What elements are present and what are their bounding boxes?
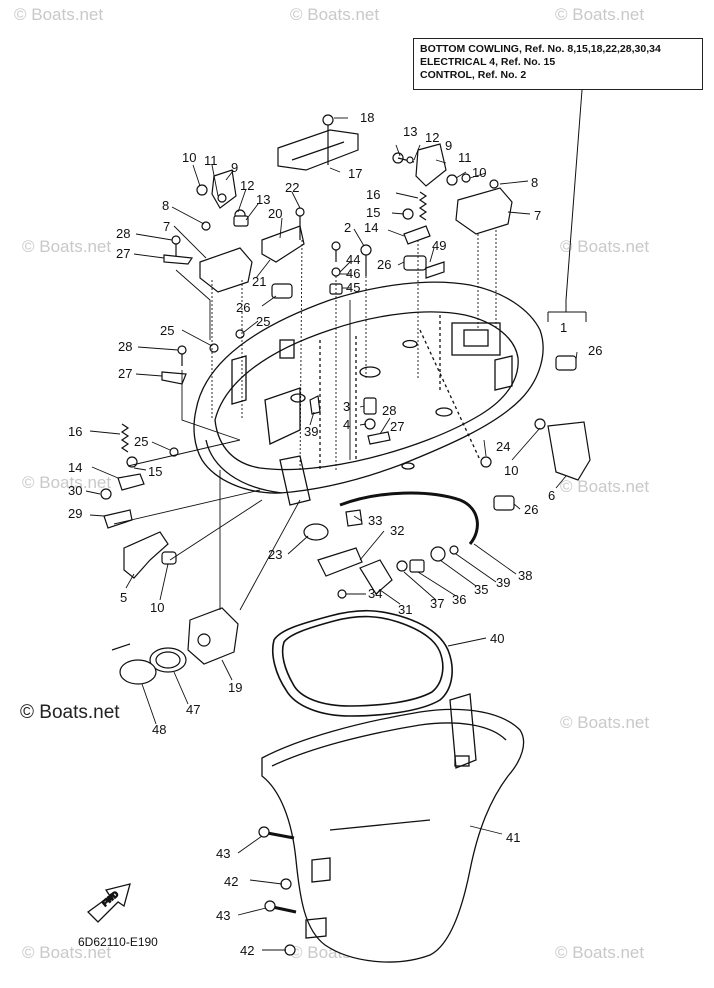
callout-42-lower: 42 [240,943,254,958]
callout-8-right: 8 [531,175,538,190]
callout-37: 37 [430,596,444,611]
callout-2: 2 [344,220,351,235]
callout-6: 6 [548,488,555,503]
callout-31: 31 [398,602,412,617]
callout-49: 49 [432,238,446,253]
watermark-text: © Boats.net [555,943,644,962]
callout-14-left: 14 [68,460,82,475]
callout-25-lower: 25 [134,434,148,449]
callout-47: 47 [186,702,200,717]
reference-line-bottom-cowling: BOTTOM COWLING, Ref. No. 8,15,18,22,28,3… [420,43,661,55]
callout-25-mid: 25 [256,314,270,329]
callout-34: 34 [368,586,382,601]
callout-28-center: 28 [382,403,396,418]
callout-10-lower-left: 10 [150,600,164,615]
callout-10-left: 10 [182,150,196,165]
callout-27-upper: 27 [116,246,130,261]
reference-line-control: CONTROL, Ref. No. 2 [420,69,527,81]
callout-25-left: 25 [160,323,174,338]
callout-36: 36 [452,592,466,607]
callout-26-right: 26 [588,343,602,358]
watermark-text: © Boats.net [555,5,644,24]
callout-19: 19 [228,680,242,695]
callout-1: 1 [560,320,567,335]
lower-cover [261,693,525,963]
callout-26-lower: 26 [524,502,538,517]
watermark-text: © Boats.net [22,473,111,492]
callout-18: 18 [360,110,374,125]
watermark-text: © Boats.net [560,477,649,496]
callout-11-right: 11 [458,150,472,165]
callout-35: 35 [474,582,488,597]
callout-33: 33 [368,513,382,528]
callout-39-lower: 39 [496,575,510,590]
diagram-code: 6D62110-E190 [78,935,158,949]
callout-27-center: 27 [390,419,404,434]
callout-45: 45 [346,280,360,295]
callout-3: 3 [343,399,350,414]
watermark-text: © Boats.net [22,943,111,962]
callout-42-upper: 42 [224,874,238,889]
seal-gasket [271,609,453,717]
callout-16-right: 16 [366,187,380,202]
callout-15-right: 15 [366,205,380,220]
callout-15-left: 15 [148,464,162,479]
callout-8-left: 8 [162,198,169,213]
callout-13-left: 13 [256,192,270,207]
reference-line-electrical: ELECTRICAL 4, Ref. No. 15 [420,56,556,68]
callout-9-left: 9 [231,160,238,175]
watermark-text: © Boats.net [290,5,379,24]
callout-38: 38 [518,568,532,583]
callout-48: 48 [152,722,166,737]
callout-5: 5 [120,590,127,605]
watermark-text-dark: © Boats.net [20,702,120,723]
callout-26-left: 26 [236,300,250,315]
callout-44: 44 [346,252,360,267]
callout-23: 23 [268,547,282,562]
callout-16-left: 16 [68,424,82,439]
callout-12-right: 12 [425,130,439,145]
watermark-text: © Boats.net [560,237,649,256]
callout-28-upper: 28 [116,226,130,241]
callout-10-lower-right: 10 [504,463,518,478]
callout-22: 22 [285,180,299,195]
callout-41: 41 [506,830,520,845]
callout-7-left: 7 [163,219,170,234]
bottom-cowling [193,281,544,506]
callout-numbers: 1 2 3 4 5 6 7 7 8 8 9 9 10 10 10 10 11 1… [68,110,602,958]
callout-39-center: 39 [304,424,318,439]
callout-20: 20 [268,206,282,221]
callout-7-right: 7 [534,208,541,223]
callout-28-lower: 28 [118,339,132,354]
reference-note-box: BOTTOM COWLING, Ref. No. 8,15,18,22,28,3… [413,38,703,90]
callout-43-upper: 43 [216,846,230,861]
callout-9-right: 9 [445,138,452,153]
callout-46: 46 [346,266,360,281]
callout-11-left: 11 [204,153,218,168]
callout-24: 24 [496,439,510,454]
watermark-text: © Boats.net [22,237,111,256]
fwd-arrow: FWD [87,883,131,923]
callout-27-lower: 27 [118,366,132,381]
callout-26-center: 26 [377,257,391,272]
small-parts [100,114,591,956]
callout-12-left: 12 [240,178,254,193]
callout-10-right: 10 [472,165,486,180]
watermark-text: © Boats.net [560,713,649,732]
callout-43-lower: 43 [216,908,230,923]
callout-30: 30 [68,483,82,498]
callout-32: 32 [390,523,404,538]
callout-29: 29 [68,506,82,521]
callout-4: 4 [343,417,350,432]
leader-lines [85,117,578,951]
callout-40: 40 [490,631,504,646]
callout-13-right: 13 [403,124,417,139]
callout-21: 21 [252,274,266,289]
callout-17: 17 [348,166,362,181]
callout-14-right: 14 [364,220,378,235]
header-leader [547,89,587,322]
watermark-text: © Boats.net [14,5,103,24]
